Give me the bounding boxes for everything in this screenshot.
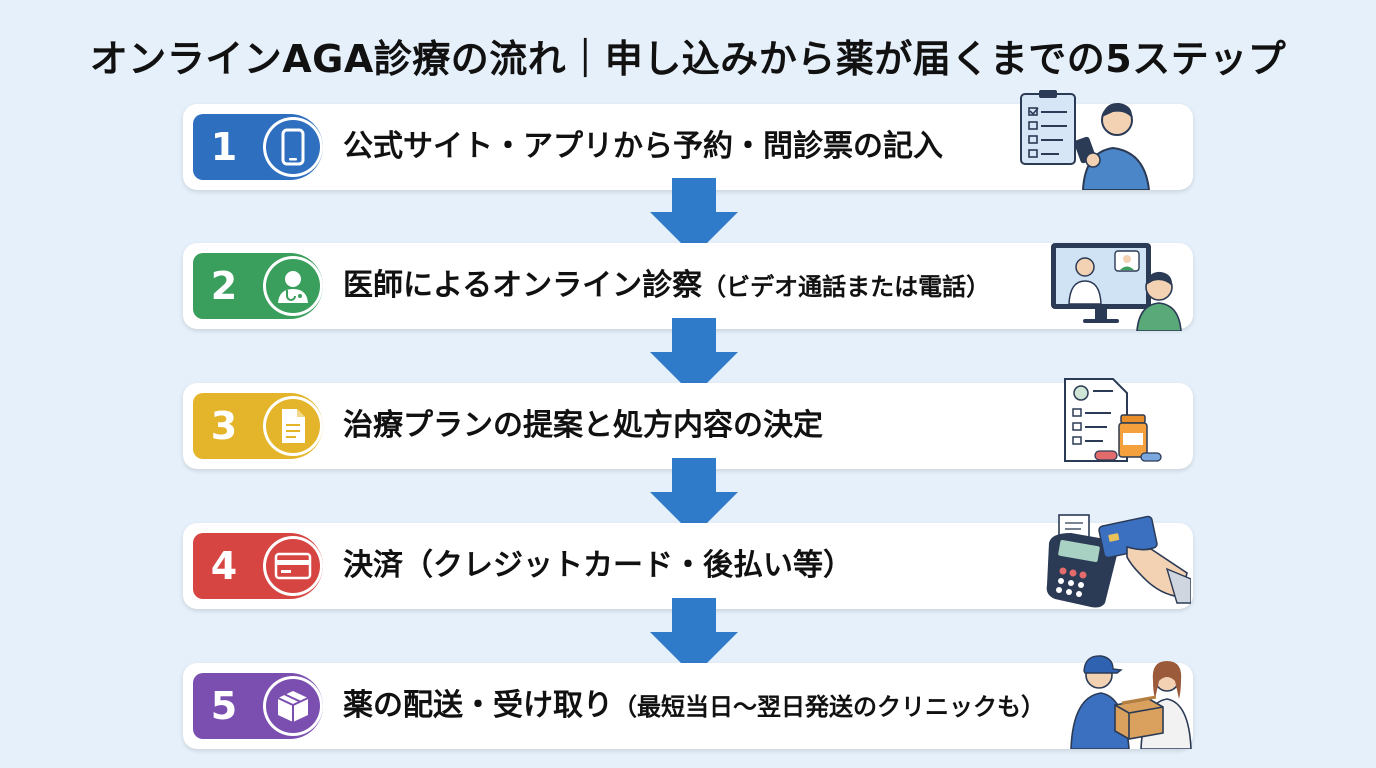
delivery-handover-illustration bbox=[1070, 655, 1192, 749]
package-icon bbox=[266, 679, 320, 733]
step-5-card: 5 薬の配送・受け取り（最短当日〜翌日発送のクリニックも） bbox=[183, 655, 1193, 749]
doctor-icon bbox=[266, 259, 320, 313]
step-4-badge: 4 bbox=[193, 533, 323, 599]
step-5-note: （最短当日〜翌日発送のクリニックも） bbox=[613, 693, 1045, 721]
step-number: 2 bbox=[210, 264, 238, 308]
step-1-badge: 1 bbox=[193, 114, 323, 180]
step-number: 1 bbox=[210, 125, 238, 169]
step-2-card: 2 医師によるオンライン診察（ビデオ通話または電話） bbox=[183, 243, 1193, 331]
step-4-label: 決済（クレジットカード・後払い等） bbox=[343, 548, 853, 583]
page-title: オンラインAGA診療の流れ｜申し込みから薬が届くまでの5ステップ bbox=[89, 37, 1287, 81]
step-2-badge: 2 bbox=[193, 253, 323, 319]
smartphone-icon bbox=[266, 120, 320, 174]
step-5-badge: 5 bbox=[193, 673, 323, 739]
down-arrow-icon bbox=[650, 318, 738, 396]
video-call-monitor-illustration bbox=[1051, 243, 1182, 331]
down-arrow-icon bbox=[650, 178, 738, 256]
clipboard-phone-person-illustration bbox=[1020, 90, 1151, 190]
step-3-badge: 3 bbox=[193, 393, 323, 459]
credit-card-icon bbox=[266, 539, 320, 593]
down-arrow-icon bbox=[650, 598, 738, 676]
step-number: 4 bbox=[210, 544, 238, 588]
down-arrow-icon bbox=[650, 458, 738, 536]
step-1-card: 1 公式サイト・アプリから予約・問診票の記入 bbox=[183, 90, 1193, 190]
card-terminal-illustration bbox=[1046, 514, 1191, 608]
step-3-card: 3 治療プランの提案と処方内容の決定 bbox=[183, 378, 1193, 469]
step-3-label: 治療プランの提案と処方内容の決定 bbox=[343, 408, 823, 443]
step-number: 5 bbox=[210, 684, 238, 728]
step-4-card: 4 決済（クレジットカード・後払い等） bbox=[183, 514, 1193, 609]
step-1-label: 公式サイト・アプリから予約・問診票の記入 bbox=[343, 129, 943, 164]
step-2-note: （ビデオ通話または電話） bbox=[702, 273, 991, 301]
step-2-label: 医師によるオンライン診察（ビデオ通話または電話） bbox=[343, 268, 991, 303]
prescription-medicine-illustration bbox=[1064, 378, 1162, 462]
step-5-label: 薬の配送・受け取り（最短当日〜翌日発送のクリニックも） bbox=[343, 688, 1045, 723]
step-number: 3 bbox=[210, 404, 238, 448]
document-icon bbox=[266, 399, 320, 453]
